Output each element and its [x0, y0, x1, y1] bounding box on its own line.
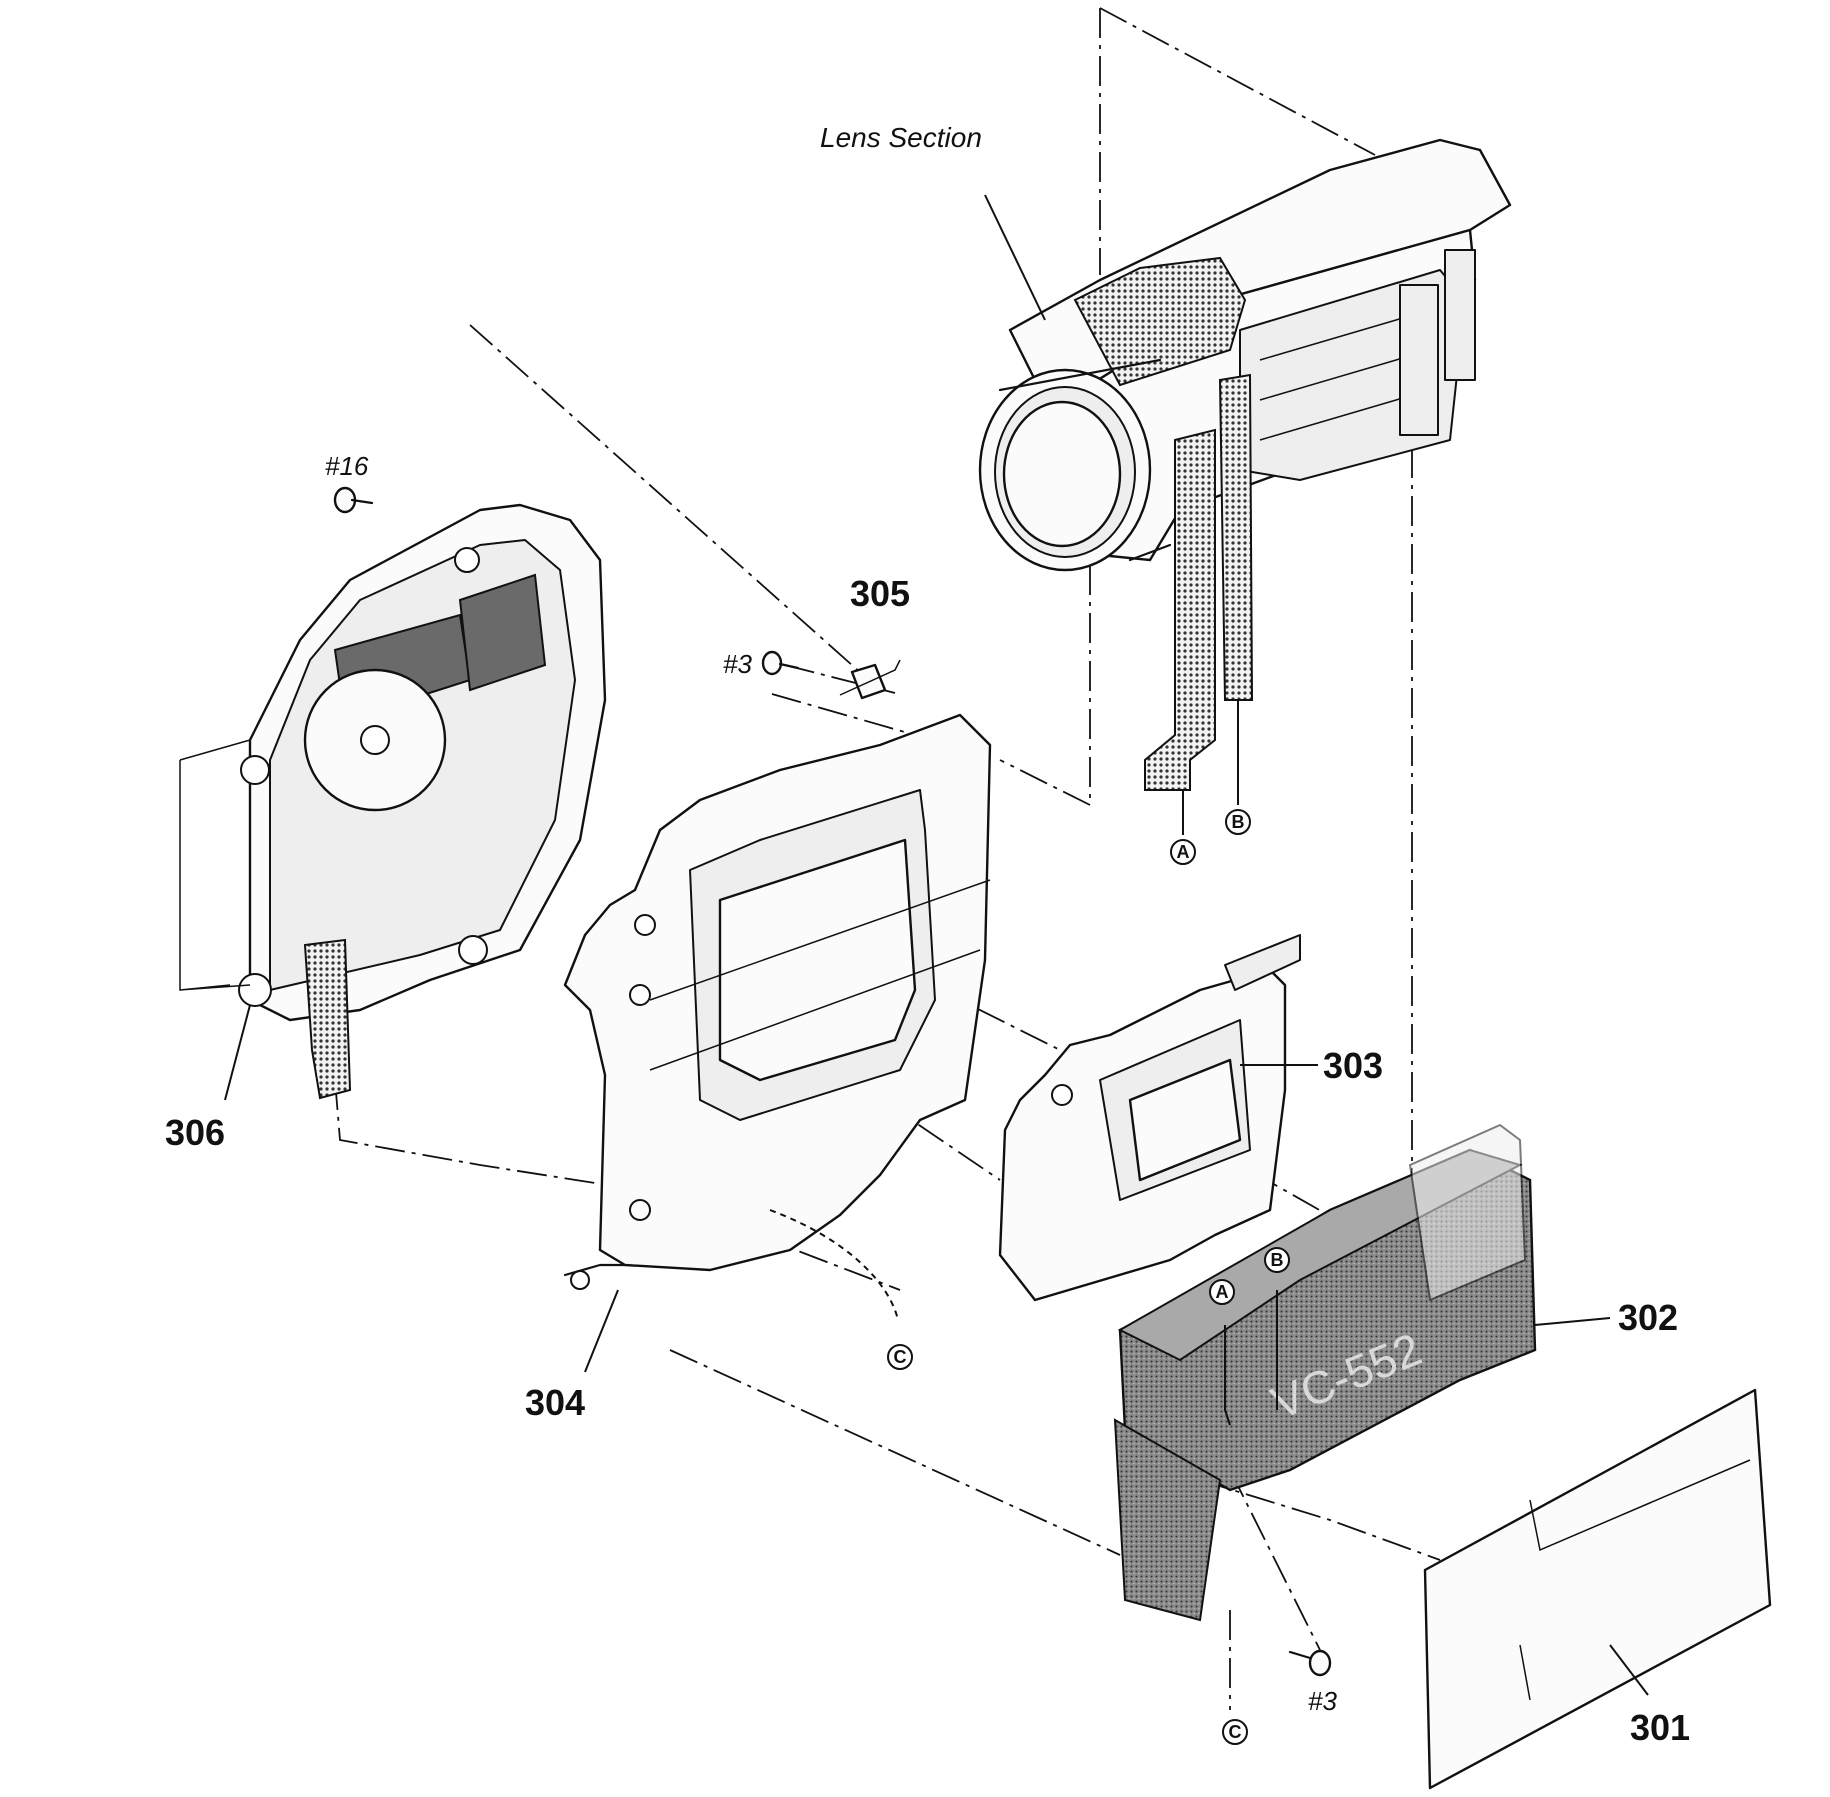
screw-16 — [333, 486, 374, 514]
part-303-bracket — [998, 934, 1318, 1302]
part-302-label: 302 — [1618, 1297, 1678, 1338]
lens-flex-cable-a — [1144, 428, 1216, 791]
connector-a-board: A — [1209, 1279, 1235, 1305]
svg-text:B: B — [1271, 1250, 1284, 1270]
lens-section-label: Lens Section — [820, 122, 982, 153]
svg-text:C: C — [1229, 1722, 1242, 1742]
part-303-label: 303 — [1323, 1045, 1383, 1086]
screw-16-label: #16 — [325, 451, 369, 481]
lens-grille — [1073, 256, 1247, 387]
drive-flex-cable — [303, 938, 352, 1100]
connector-c-frame: C — [887, 1344, 913, 1370]
connector-b-lens: B — [1225, 809, 1251, 835]
screw-3-bottom-label: #3 — [1308, 1686, 1337, 1716]
part-301-sheet — [1423, 1388, 1772, 1790]
connector-c-board: C — [1222, 1719, 1248, 1745]
part-306-label: 306 — [165, 1112, 225, 1153]
screw-3-top — [761, 650, 800, 676]
svg-text:A: A — [1216, 1282, 1229, 1302]
svg-text:A: A — [1177, 842, 1190, 862]
part-302-board: VC-552 — [1113, 1124, 1611, 1622]
screw-3-top-label: #3 — [723, 649, 752, 679]
connector-a-lens: A — [1170, 839, 1196, 865]
screw-3-bottom — [1288, 1649, 1332, 1677]
part-304-frame — [563, 713, 992, 1373]
part-305-label: 305 — [850, 573, 910, 614]
part-306-drive — [179, 503, 607, 1101]
lens-section — [978, 138, 1512, 835]
svg-text:C: C — [894, 1347, 907, 1367]
svg-text:B: B — [1232, 812, 1245, 832]
part-305-cushion — [839, 659, 901, 700]
lens-flex-cable-b — [1218, 373, 1254, 701]
part-304-label: 304 — [525, 1382, 585, 1423]
connector-b-board: B — [1264, 1247, 1290, 1273]
part-301-label: 301 — [1630, 1707, 1690, 1748]
